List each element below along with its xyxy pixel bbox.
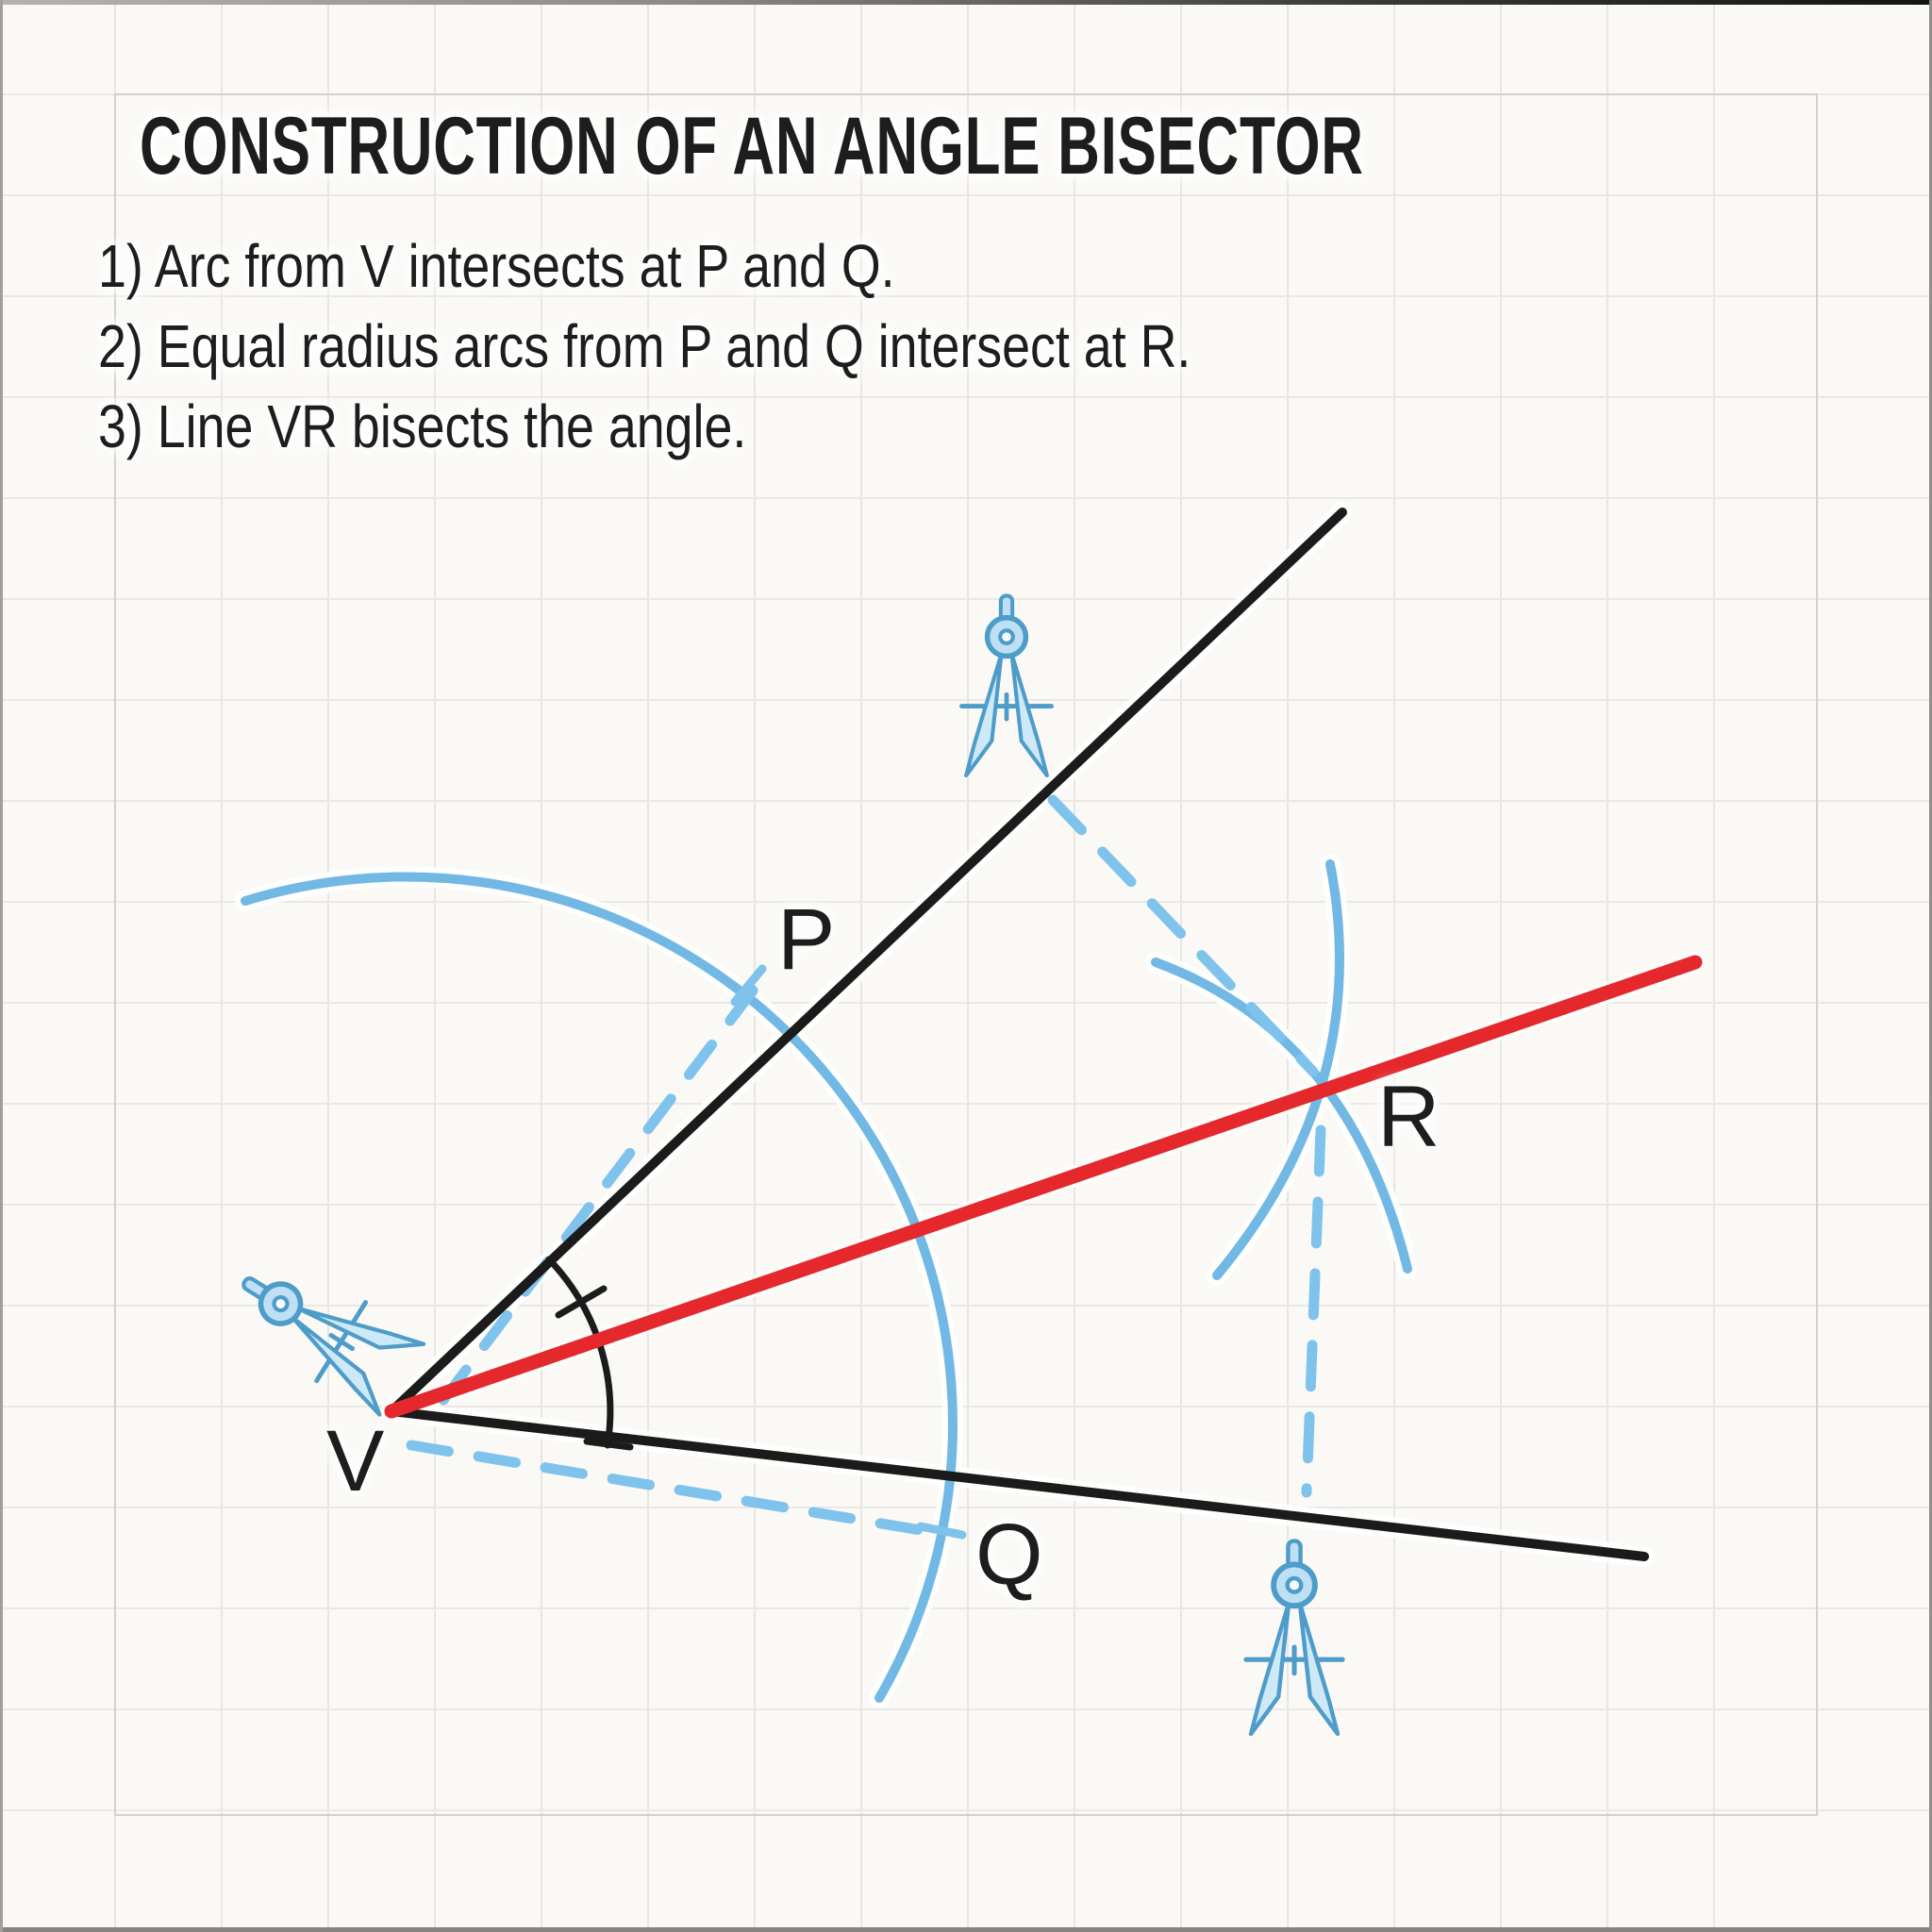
dashed-guide-v-to-p (438, 985, 758, 1406)
scan-edge-top (0, 0, 1932, 5)
graph-paper-frame (114, 93, 1818, 1816)
page-title: CONSTRUCTION OF AN ANGLE BISECTOR (140, 101, 1364, 192)
label-point-p: P (777, 891, 836, 988)
step-2: 2) Equal radius arcs from P and Q inters… (98, 312, 1191, 380)
angle-tick-lower (583, 1438, 634, 1451)
dashed-compass-guides (1047, 794, 1326, 1498)
dashed-guide-r-to-compass (1301, 1124, 1326, 1498)
compass-icon-bottom (1246, 1541, 1342, 1734)
bisector-line-vr (384, 955, 1703, 1419)
dashed-radius-guides (406, 985, 949, 1540)
tick-at-q (916, 1522, 967, 1540)
dashed-guide-v-to-q (406, 1440, 949, 1540)
compass-icon-top (961, 596, 1051, 775)
step-3: 3) Line VR bisects the angle. (98, 392, 747, 460)
angle-tick-upper (555, 1285, 608, 1319)
label-point-q: Q (975, 1507, 1043, 1603)
upper-ray (387, 508, 1347, 1416)
label-point-r: R (1377, 1069, 1441, 1165)
graph-paper-horizontal-lines (0, 93, 1932, 1818)
arc-from-vertex (241, 872, 958, 1703)
scan-edge-right (1929, 0, 1932, 1932)
lower-ray (387, 1407, 1649, 1561)
construction-steps: 1) Arc from V intersects at P and Q. 2) … (98, 226, 1191, 467)
scan-edge-bottom (0, 1927, 1932, 1932)
arc-intersection-ticks (730, 964, 967, 1540)
tick-at-p (730, 964, 767, 1007)
dashed-guide-compass-to-r (1047, 794, 1319, 1077)
compass-icon-vertex (221, 1242, 426, 1419)
scan-edge-left (0, 0, 3, 1932)
stroke-halos (235, 502, 1706, 1708)
label-point-v: V (326, 1413, 385, 1509)
step-1: 1) Arc from V intersects at P and Q. (98, 232, 895, 300)
